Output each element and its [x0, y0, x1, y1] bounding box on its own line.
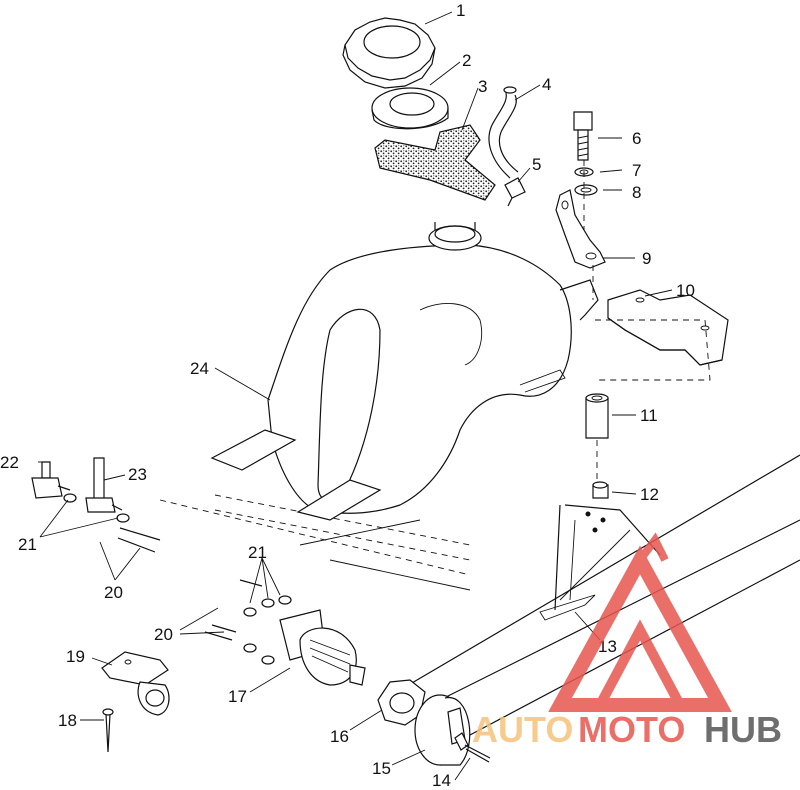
- screw: [454, 732, 491, 763]
- watermark-brand-moto: MOTO: [578, 709, 685, 750]
- star-nut: [377, 679, 426, 726]
- watermark-brand-auto: AUTO: [472, 709, 573, 750]
- label-19: 19: [66, 647, 85, 666]
- watermark-logo: AUTO MOTO HUB: [472, 532, 782, 750]
- hose-clamps: [63, 493, 130, 523]
- vent-fitting: [504, 177, 526, 207]
- fuel-cap: [342, 17, 436, 89]
- spacer-tube: [585, 393, 609, 480]
- label-3: 3: [478, 77, 487, 96]
- label-15: 15: [372, 759, 391, 778]
- gasket: [371, 87, 449, 130]
- grommet: [592, 481, 609, 499]
- label-23: 23: [128, 465, 147, 484]
- part-labels: 1 2 3 4 5 6 7 8 9 10 11 12 13 14 15 16 1…: [0, 1, 695, 790]
- frame-outline: [159, 494, 471, 591]
- washer: [574, 184, 598, 196]
- end-cap: [414, 694, 471, 766]
- label-21-fittings: 21: [18, 535, 37, 554]
- label-10: 10: [676, 281, 695, 300]
- bolt: [573, 111, 593, 161]
- label-4: 4: [542, 75, 551, 94]
- leader-lines: [38, 11, 673, 781]
- label-14: 14: [432, 771, 451, 790]
- label-20-pump: 20: [154, 625, 173, 644]
- push-pin: [102, 708, 114, 753]
- label-8: 8: [632, 183, 641, 202]
- fuel-hose: [117, 527, 161, 553]
- label-17: 17: [228, 687, 247, 706]
- tee-fitting: [85, 457, 123, 513]
- label-20-hose: 20: [104, 583, 123, 602]
- label-5: 5: [532, 155, 541, 174]
- foam-pad: [374, 124, 496, 201]
- label-9: 9: [642, 249, 651, 268]
- label-1: 1: [456, 1, 465, 20]
- mounting-bracket: [555, 189, 606, 269]
- label-12: 12: [640, 485, 659, 504]
- label-24: 24: [190, 359, 209, 378]
- vent-hose: [488, 86, 519, 179]
- label-6: 6: [632, 129, 641, 148]
- rubber-block: [595, 289, 729, 381]
- label-18: 18: [58, 711, 77, 730]
- label-16: 16: [330, 727, 349, 746]
- fuel-pump: [204, 579, 366, 686]
- pump-bracket: [101, 651, 170, 716]
- watermark-brand-hub: HUB: [704, 709, 782, 750]
- label-7: 7: [632, 161, 641, 180]
- label-21-pump: 21: [248, 543, 267, 562]
- label-11: 11: [640, 406, 658, 425]
- label-22: 22: [0, 453, 19, 472]
- elbow-fitting: [31, 461, 71, 499]
- fuel-tank: [210, 222, 599, 521]
- label-2: 2: [462, 51, 471, 70]
